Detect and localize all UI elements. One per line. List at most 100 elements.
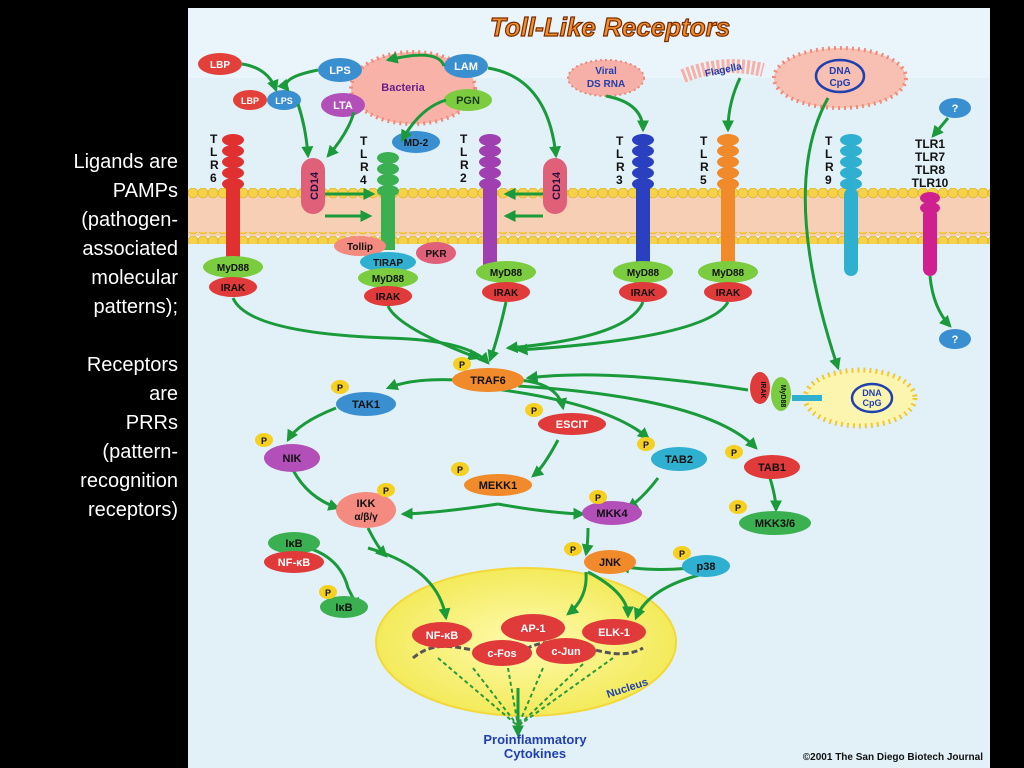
svg-text:MyD88: MyD88	[490, 268, 523, 279]
svg-text:NIK: NIK	[283, 453, 302, 465]
svg-text:MyD88: MyD88	[217, 263, 250, 274]
signal-mkk4: MKK4 P	[582, 490, 642, 525]
svg-text:MyD88: MyD88	[779, 385, 786, 408]
svg-text:P: P	[679, 549, 685, 559]
svg-text:P: P	[383, 486, 389, 496]
svg-text:MKK4: MKK4	[596, 508, 628, 520]
dna-vesicle: DNA CpG	[772, 46, 908, 110]
svg-text:p38: p38	[697, 561, 716, 573]
ligand-viral-dsrna: Viral DS RNA	[567, 59, 645, 97]
tlr3-letter: 3	[616, 173, 623, 187]
svg-text:c-Fos: c-Fos	[487, 648, 516, 660]
tlr3-letter: L	[616, 147, 623, 161]
svg-text:ESCIT: ESCIT	[556, 419, 589, 431]
copyright-notice: ©2001 The San Diego Biotech Journal	[803, 752, 983, 763]
svg-text:DS RNA: DS RNA	[587, 79, 625, 90]
svg-text:MyD88: MyD88	[712, 268, 745, 279]
svg-text:P: P	[531, 406, 537, 416]
caption-line: (pattern-	[102, 441, 178, 463]
caption-line: recognition	[80, 470, 178, 492]
svg-text:JNK: JNK	[599, 557, 621, 569]
tlr6-letter: 6	[210, 171, 217, 185]
receptor-tlr4: MD-2	[377, 131, 440, 250]
svg-text:LAM: LAM	[454, 61, 478, 73]
svg-text:c-Jun: c-Jun	[551, 646, 581, 658]
bacteria-label: Bacteria	[381, 82, 425, 94]
svg-text:NF-κB: NF-κB	[278, 557, 310, 569]
bacteria: Bacteria	[349, 50, 477, 126]
caption-line: are	[149, 383, 178, 405]
receptor-cd14-right: CD14	[543, 158, 567, 214]
signal-traf6: TRAF6 P	[452, 357, 524, 392]
ligand-lam: LAM	[444, 54, 488, 78]
svg-text:LPS: LPS	[275, 96, 293, 106]
signal-p38: p38 P	[673, 546, 730, 577]
tlr6-letter: R	[210, 158, 219, 172]
svg-text:Tollip: Tollip	[347, 242, 373, 253]
tlr9-letter: T	[825, 134, 833, 148]
svg-text:P: P	[457, 465, 463, 475]
tlr9-letter: L	[825, 147, 832, 161]
svg-text:MEKK1: MEKK1	[479, 480, 518, 492]
caption-line: molecular	[91, 267, 178, 289]
svg-text:IκB: IκB	[285, 538, 302, 550]
ligand-unknown-top: ?	[939, 98, 971, 118]
svg-text:IRAK: IRAK	[716, 288, 741, 299]
svg-text:P: P	[643, 440, 649, 450]
receptor-tlr6	[222, 134, 244, 258]
signal-jnk: JNK P	[564, 542, 636, 574]
svg-text:MKK3/6: MKK3/6	[755, 518, 795, 530]
svg-text:P: P	[325, 588, 331, 598]
dna-label: DNA	[829, 66, 851, 77]
tlr2-letter: T	[460, 132, 468, 146]
svg-text:LBP: LBP	[241, 96, 259, 106]
ligand-lbp-lps-complex: LBP LPS	[233, 90, 301, 110]
adaptor-myd88-tlr6: MyD88 IRAK	[203, 256, 263, 297]
signal-mekk1: MEKK1 P	[451, 462, 532, 496]
caption-line: patterns);	[93, 296, 178, 318]
svg-text:P: P	[731, 448, 737, 458]
tlr6-letter: T	[210, 132, 218, 146]
output-label-line2: Cytokines	[504, 746, 566, 761]
svg-text:TAB2: TAB2	[665, 454, 693, 466]
svg-text:CpG: CpG	[863, 398, 882, 408]
ligand-pgn: PGN	[444, 89, 492, 111]
svg-text:TAB1: TAB1	[758, 462, 786, 474]
svg-text:?: ?	[952, 103, 959, 115]
tlr5-letter: L	[700, 147, 707, 161]
endosome-tlr9: DNA CpG IRAK MyD88	[750, 367, 918, 429]
nuclear-factors: NF-κB AP-1 ELK-1 c-Fos c-Jun	[412, 614, 646, 666]
tlr2-letter: L	[460, 145, 467, 159]
svg-text:P: P	[570, 545, 576, 555]
svg-text:NF-κB: NF-κB	[426, 630, 458, 642]
adaptor-myd88-tlr2: MyD88 IRAK	[476, 261, 536, 302]
tlr-other-label: TLR1	[915, 137, 945, 151]
svg-text:IRAK: IRAK	[221, 283, 246, 294]
tlr-other-label: TLR8	[915, 163, 945, 177]
svg-text:CD14: CD14	[551, 171, 563, 200]
receptor-tlr9	[840, 134, 862, 276]
svg-text:?: ?	[952, 334, 959, 346]
svg-text:IRAK: IRAK	[759, 381, 766, 398]
tlr4-letter: R	[360, 160, 369, 174]
receptor-tlr3	[632, 134, 654, 268]
svg-text:Viral: Viral	[595, 66, 617, 77]
ligand-lps: LPS	[318, 58, 362, 82]
signal-tab2: TAB2 P	[637, 437, 707, 471]
svg-text:LBP: LBP	[210, 60, 230, 71]
caption-line: (pathogen-	[81, 209, 178, 231]
adaptor-myd88-tlr5: MyD88 IRAK	[698, 261, 758, 302]
tlr-other-label: TLR10	[912, 176, 949, 190]
signal-ikb-nfkb-complex: IκB NF-κB	[264, 532, 324, 573]
adaptor-myd88-tlr3: MyD88 IRAK	[613, 261, 673, 302]
svg-text:TRAF6: TRAF6	[470, 375, 505, 387]
svg-text:P: P	[459, 360, 465, 370]
caption-line: PRRs	[125, 412, 178, 434]
svg-text:DNA: DNA	[862, 388, 882, 398]
signal-ikk: IKK α/β/γ P	[336, 483, 396, 528]
tlr5-letter: R	[700, 160, 709, 174]
cpg-label: CpG	[829, 78, 850, 89]
svg-text:IRAK: IRAK	[494, 288, 519, 299]
tlr5-letter: T	[700, 134, 708, 148]
svg-text:CD14: CD14	[309, 171, 321, 200]
